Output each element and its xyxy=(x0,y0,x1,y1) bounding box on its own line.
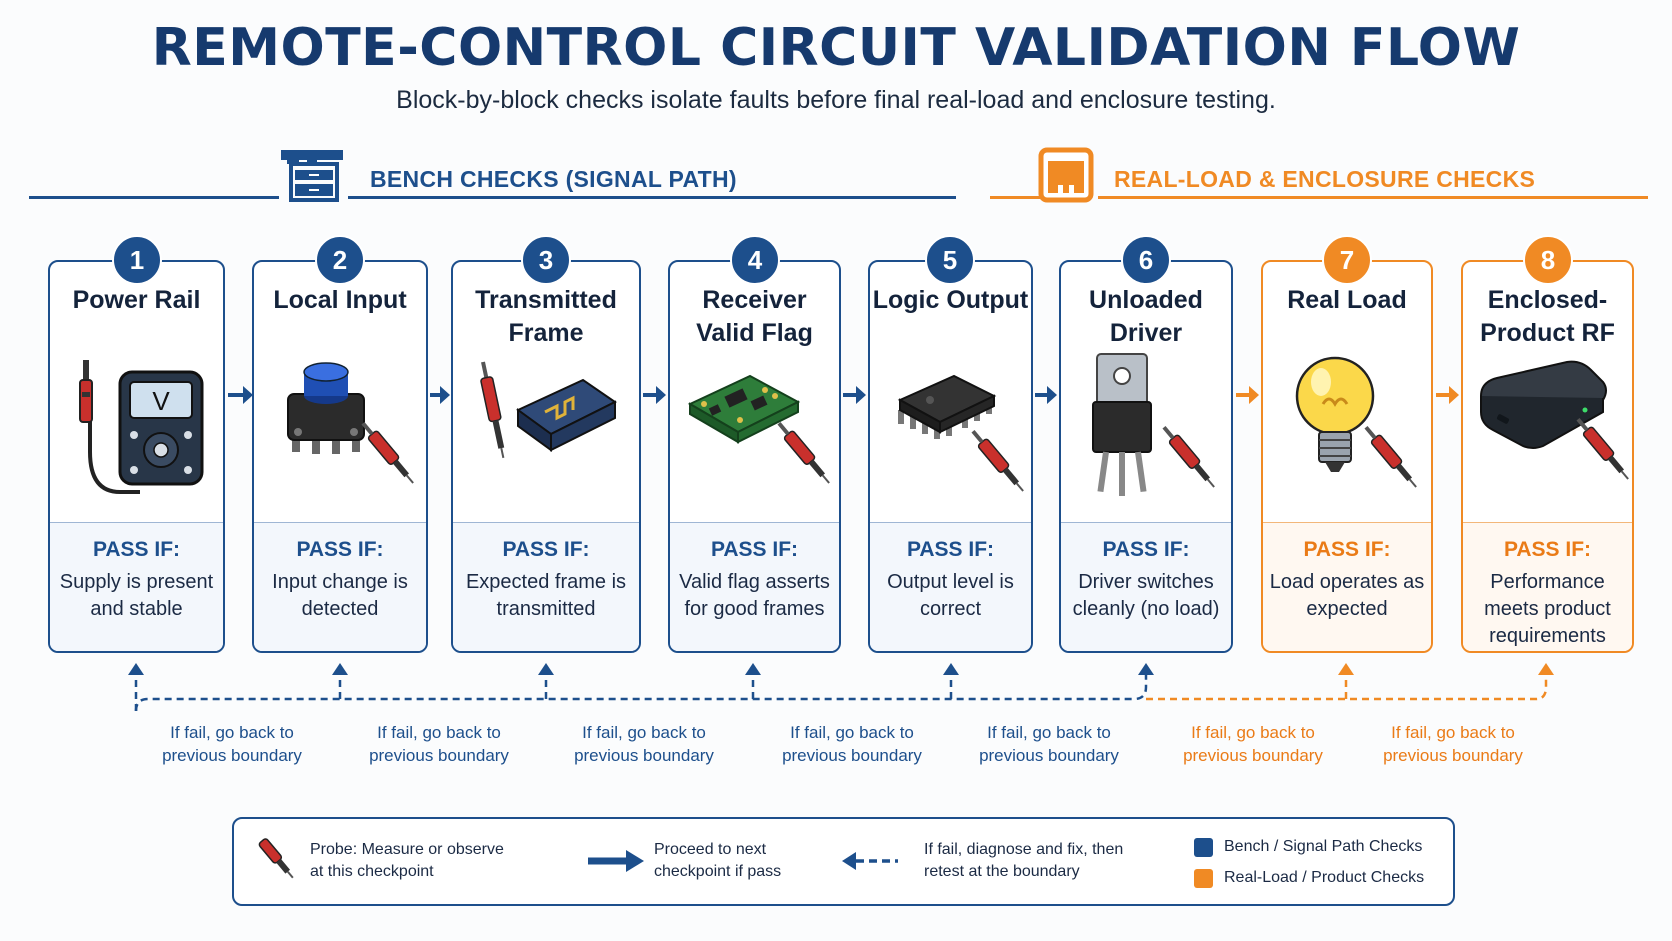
step-card-local-input: Local Input PASS IF: Input change is det… xyxy=(252,260,428,653)
pass-condition: PASS IF: Input change is detected xyxy=(254,522,426,651)
bench-section-title: BENCH CHECKS (SIGNAL PATH) xyxy=(370,166,737,192)
fail-label-6: If fail, go back to previous boundary xyxy=(1183,723,1323,765)
proceed-arrow-3-4 xyxy=(643,386,666,404)
fail-label-5: If fail, go back to previous boundary xyxy=(979,723,1119,765)
pass-label: PASS IF: xyxy=(1303,538,1391,561)
proceed-arrow-icon xyxy=(588,850,644,872)
step-badge-3: 3 xyxy=(521,235,571,285)
step-title: Local Input xyxy=(273,286,407,314)
step-card-enclosed-product-rf: Enclosed-Product RF PASS IF: Performance… xyxy=(1461,260,1634,653)
step-title: Transmitted Frame xyxy=(475,286,617,347)
fail-label-4: If fail, go back to previous boundary xyxy=(782,723,922,765)
bench-icon xyxy=(281,150,343,202)
rf-transmitter-module-icon xyxy=(480,361,617,459)
step-badge-7: 7 xyxy=(1322,235,1372,285)
real-section-line-left xyxy=(990,196,1040,199)
pass-condition: PASS IF: Output level is correct xyxy=(870,522,1031,651)
fail-label-7: If fail, go back to previous boundary xyxy=(1383,723,1523,765)
step-badge-2: 2 xyxy=(315,235,365,285)
legend-probe-text: Probe: Measure or observe at this checkp… xyxy=(310,841,504,880)
pass-text: Load operates as expected xyxy=(1269,571,1425,620)
logic-chip-icon xyxy=(897,374,1024,492)
pass-condition: PASS IF: Valid flag asserts for good fra… xyxy=(670,522,839,651)
pass-text: Supply is present and stable xyxy=(59,571,214,620)
legend-fail-text: If fail, diagnose and fix, then retest a… xyxy=(924,841,1124,880)
proceed-arrow-4-5 xyxy=(843,386,866,404)
fail-label-1: If fail, go back to previous boundary xyxy=(162,723,302,765)
pass-condition: PASS IF: Expected frame is transmitted xyxy=(453,522,639,651)
step-badge-1: 1 xyxy=(112,235,162,285)
pass-label: PASS IF: xyxy=(296,538,384,561)
step-card-receiver-valid-flag: Receiver Valid Flag PASS IF: Valid flag … xyxy=(668,260,841,653)
bench-section-line-left xyxy=(29,196,279,199)
fail-label-3: If fail, go back to previous boundary xyxy=(574,723,714,765)
step-card-transmitted-frame: Transmitted Frame PASS IF: Expected fram… xyxy=(451,260,641,653)
pass-condition: PASS IF: Driver switches cleanly (no loa… xyxy=(1061,522,1231,651)
page-title: REMOTE-CONTROL CIRCUIT VALIDATION FLOW xyxy=(151,18,1521,78)
pass-label: PASS IF: xyxy=(1102,538,1190,561)
multimeter-icon: V xyxy=(79,360,204,494)
push-button-icon xyxy=(287,362,414,484)
pass-text: Input change is detected xyxy=(272,571,408,620)
pass-condition: PASS IF: Performance meets product requi… xyxy=(1463,522,1632,651)
step-card-power-rail: Power Rail V PASS IF: Supply is present … xyxy=(48,260,225,653)
bench-color-swatch xyxy=(1194,838,1213,857)
step-title: Unloaded Driver xyxy=(1089,286,1203,347)
proceed-arrow-5-6 xyxy=(1035,386,1057,404)
proceed-arrow-6-7 xyxy=(1236,386,1259,404)
pass-text: Output level is correct xyxy=(887,571,1014,620)
pass-label: PASS IF: xyxy=(906,538,995,561)
bench-section-line-right xyxy=(348,196,956,199)
real-section-line-right xyxy=(1098,196,1648,199)
light-bulb-icon xyxy=(1295,356,1417,488)
step-title: Logic Output xyxy=(872,286,1029,314)
step-badge-6: 6 xyxy=(1121,235,1171,285)
proceed-arrow-1-2 xyxy=(228,386,253,404)
probe-icon xyxy=(258,838,294,879)
legend-real-key: Real-Load / Product Checks xyxy=(1224,869,1425,886)
pass-text: Driver switches cleanly (no load) xyxy=(1072,571,1220,620)
proceed-arrow-2-3 xyxy=(430,386,450,404)
step-title: Receiver Valid Flag xyxy=(696,286,813,347)
pass-label: PASS IF: xyxy=(92,538,181,561)
step-title: Power Rail xyxy=(72,286,201,314)
pass-condition: PASS IF: Load operates as expected xyxy=(1263,522,1431,651)
pass-text: Valid flag asserts for good frames xyxy=(679,571,830,620)
pass-condition: PASS IF: Supply is present and stable xyxy=(50,522,223,651)
legend-bench-key: Bench / Signal Path Checks xyxy=(1224,838,1423,855)
step-title: Real Load xyxy=(1287,286,1407,314)
svg-text:V: V xyxy=(152,386,170,416)
receiver-board-icon xyxy=(687,374,830,484)
enclosed-product-icon xyxy=(1479,360,1629,480)
pass-text: Expected frame is transmitted xyxy=(465,571,627,620)
real-section-title: REAL-LOAD & ENCLOSURE CHECKS xyxy=(1114,166,1536,192)
enclosure-box-icon xyxy=(1038,147,1094,203)
pass-label: PASS IF: xyxy=(1503,538,1592,561)
step-card-logic-output: Logic Output PASS IF: Output level is co… xyxy=(868,260,1033,653)
step-card-real-load: Real Load PASS IF: Load operates as expe… xyxy=(1261,260,1433,653)
transistor-icon xyxy=(1092,353,1215,496)
step-title: Enclosed-Product RF xyxy=(1480,286,1615,347)
pass-label: PASS IF: xyxy=(710,538,799,561)
fail-arrow-icon xyxy=(842,852,898,870)
step-badge-4: 4 xyxy=(730,235,780,285)
legend-proceed-text: Proceed to next checkpoint if pass xyxy=(654,841,782,880)
proceed-arrow-7-8 xyxy=(1436,386,1459,404)
real-color-swatch xyxy=(1194,869,1213,888)
step-card-unloaded-driver: Unloaded Driver PASS IF: Driver switches… xyxy=(1059,260,1233,653)
legend: Probe: Measure or observe at this checkp… xyxy=(232,817,1455,906)
proceed-arrows xyxy=(228,386,1459,404)
fail-back-loops xyxy=(128,663,1554,712)
step-badge-8: 8 xyxy=(1523,235,1573,285)
pass-text: Performance meets product requirements xyxy=(1484,571,1611,647)
page-subtitle: Block-by-block checks isolate faults bef… xyxy=(396,86,1276,114)
step-badge-5: 5 xyxy=(925,235,975,285)
fail-label-2: If fail, go back to previous boundary xyxy=(369,723,509,765)
pass-label: PASS IF: xyxy=(502,538,590,561)
